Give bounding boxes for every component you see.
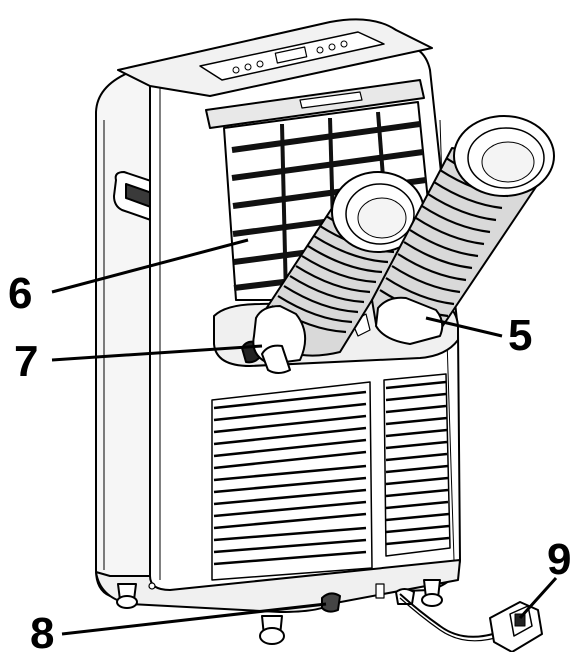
power-plug xyxy=(489,601,543,653)
power-cord xyxy=(399,593,503,642)
leader-line-7 xyxy=(51,344,263,362)
callout-6: 6 xyxy=(8,269,33,318)
left-exhaust-hose xyxy=(252,171,425,374)
leader-lines xyxy=(51,238,558,636)
callout-8: 8 xyxy=(30,609,55,658)
callout-9: 9 xyxy=(547,535,572,584)
leader-line-8 xyxy=(61,602,327,636)
leader-line-5 xyxy=(425,316,503,338)
callout-7: 7 xyxy=(14,337,39,386)
side-lower-louvres xyxy=(383,373,451,557)
drain-outlet xyxy=(321,592,341,613)
leader-line-6 xyxy=(51,238,249,294)
front-lower-louvres xyxy=(211,381,373,581)
callout-5: 5 xyxy=(508,311,533,360)
caster-wheels xyxy=(116,579,443,645)
right-intake-hose xyxy=(371,115,555,345)
leader-line-9 xyxy=(518,576,558,620)
